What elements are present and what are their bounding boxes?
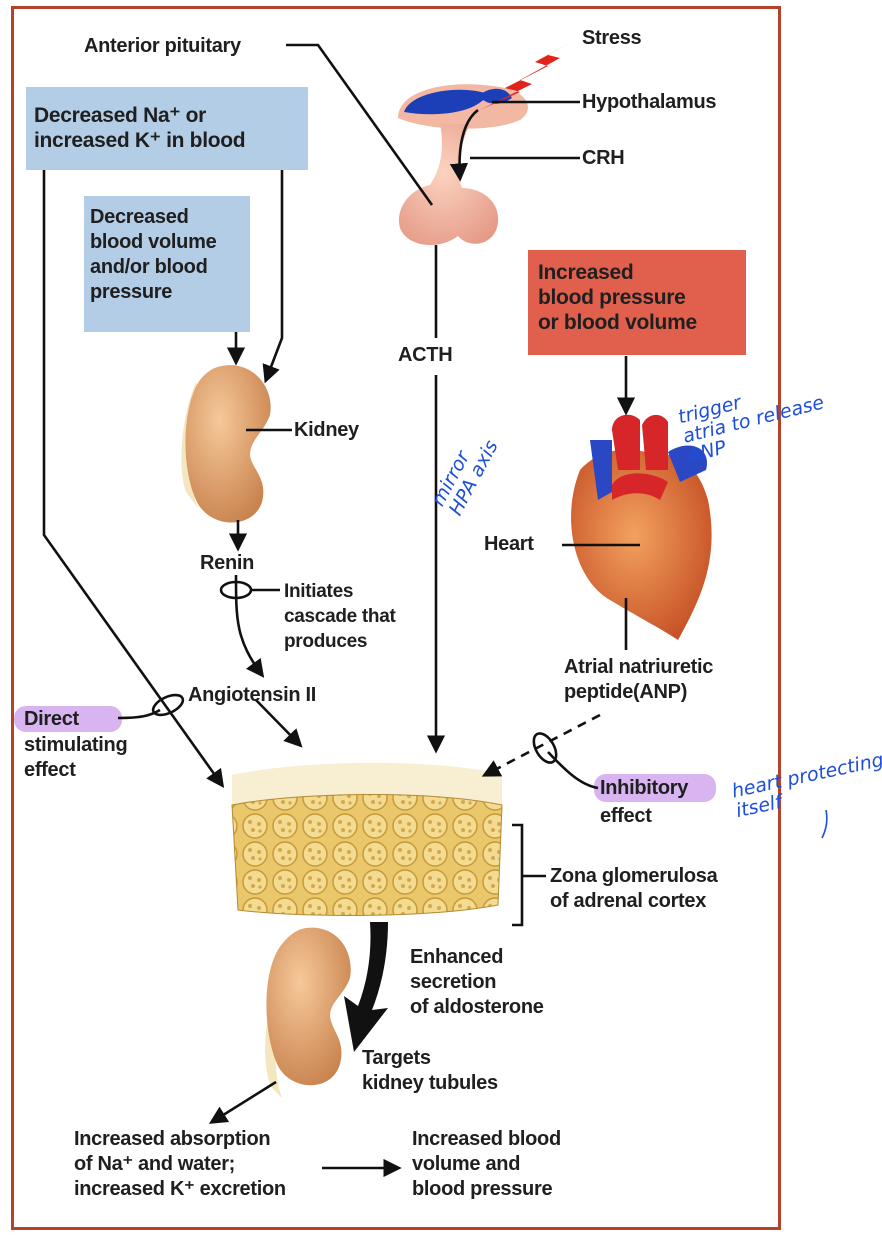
heart-label: Heart <box>484 533 534 555</box>
adrenal-cortex-icon <box>231 762 503 916</box>
increased-blood-label: Increased blood volume and blood pressur… <box>412 1128 561 1200</box>
decreased-na-k-text: Decreased Na⁺ or increased K⁺ in blood <box>34 104 246 152</box>
kidney-icon <box>181 365 271 523</box>
inhibitory-label: Inhibitory <box>600 777 689 799</box>
decreased-na-k-box <box>26 87 308 170</box>
angiotensin-label: Angiotensin II <box>188 684 317 706</box>
inhibitory-highlight <box>594 774 716 802</box>
kidney-lower-icon <box>265 927 351 1098</box>
inhibitory-effect-label: effect <box>600 805 652 827</box>
enhanced-secretion-label: Enhanced secretion of aldosterone <box>410 946 544 1018</box>
renin-label: Renin <box>200 552 255 574</box>
direct-effect-label: stimulating effect <box>24 734 128 781</box>
kidney-label: Kidney <box>294 419 359 441</box>
increased-bp-text: Increased blood pressure or blood volume <box>538 261 697 334</box>
anp-label: Atrial natriuretic peptide(ANP) <box>564 656 714 703</box>
stress-label: Stress <box>582 27 642 49</box>
decreased-volume-text: Decreased blood volume and/or blood pres… <box>90 206 217 303</box>
stress-bolt-icon <box>480 40 575 110</box>
hypothalamus-label: Hypothalamus <box>582 91 717 113</box>
crh-label: CRH <box>582 147 625 169</box>
pituitary-icon <box>398 84 528 246</box>
decreased-volume-box <box>84 196 250 332</box>
zona-glomerulosa-label: Zona glomerulosa of adrenal cortex <box>550 865 718 912</box>
anterior-pituitary-label: Anterior pituitary <box>84 35 241 57</box>
direct-highlight <box>14 706 122 732</box>
initiates-cascade-label: Initiates cascade that produces <box>284 581 396 652</box>
increased-absorption-label: Increased absorption of Na⁺ and water; i… <box>74 1128 286 1200</box>
targets-label: Targets kidney tubules <box>362 1047 498 1094</box>
figure-frame <box>11 6 781 1230</box>
direct-label: Direct <box>24 708 79 730</box>
increased-bp-box <box>528 250 746 355</box>
heart-icon <box>571 414 712 640</box>
acth-label: ACTH <box>398 344 453 366</box>
